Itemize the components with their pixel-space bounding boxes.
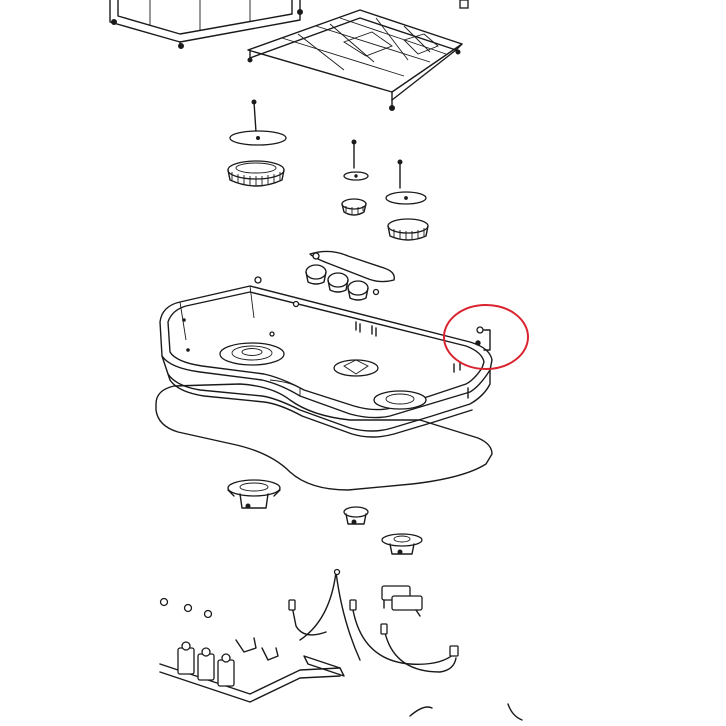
highlight-circle [443, 304, 529, 370]
control-knob-3 [347, 280, 369, 301]
knob-trim-strip [309, 250, 395, 283]
ignition-switch [381, 585, 423, 617]
gas-valve-manifold [159, 637, 345, 703]
highlighted-part [475, 326, 491, 351]
burner-base-center [343, 506, 369, 525]
right-grate [247, 9, 463, 111]
igniter-wires [288, 568, 523, 721]
small-fittings [159, 597, 213, 619]
small-part-top-right [459, 0, 469, 9]
medium-burner-assembly [385, 159, 429, 241]
burner-base-left [227, 479, 281, 509]
tray-gasket [155, 383, 493, 491]
cooktop-tray [159, 285, 493, 438]
knob-small-parts [254, 276, 380, 296]
small-burner-assembly [341, 139, 369, 216]
burner-base-right [381, 533, 423, 555]
control-knob-1 [305, 264, 327, 285]
control-knob-2 [327, 272, 349, 293]
left-grate [109, 0, 303, 49]
large-burner-assembly [227, 99, 287, 187]
